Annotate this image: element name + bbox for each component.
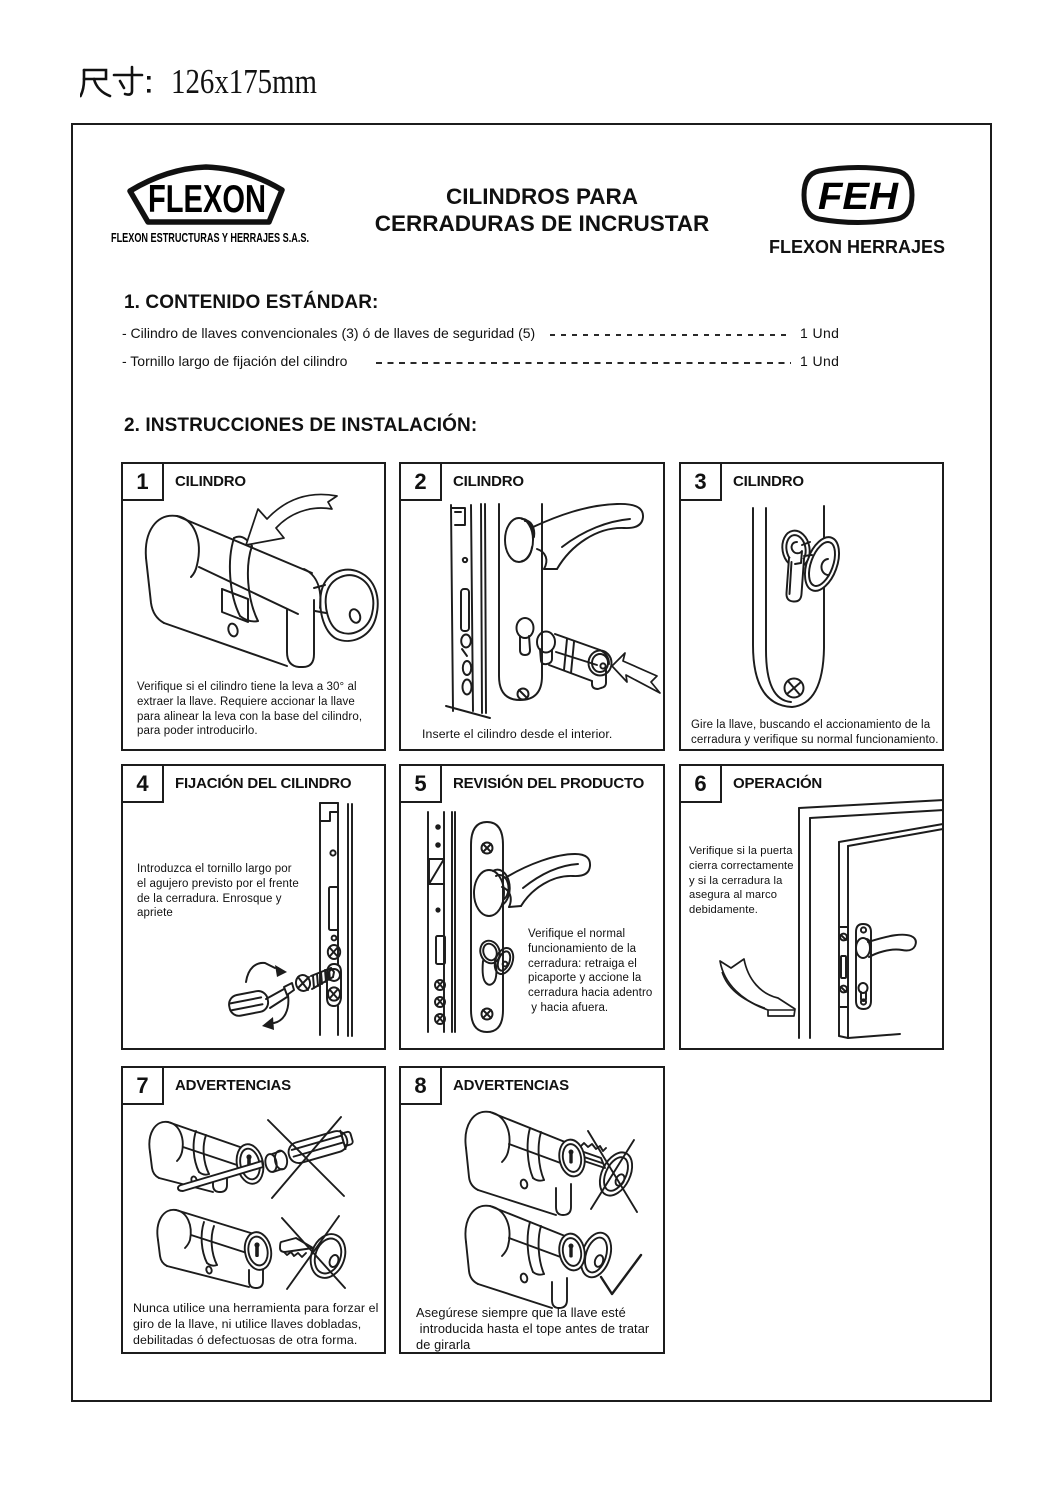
svg-text:126x175mm: 126x175mm <box>171 63 317 101</box>
svg-text:FLEXON ESTRUCTURAS Y HERRAJES: FLEXON ESTRUCTURAS Y HERRAJES S.A.S. <box>111 231 309 245</box>
svg-text:FEH: FEH <box>818 176 900 218</box>
svg-text:FLEXON: FLEXON <box>148 178 266 221</box>
